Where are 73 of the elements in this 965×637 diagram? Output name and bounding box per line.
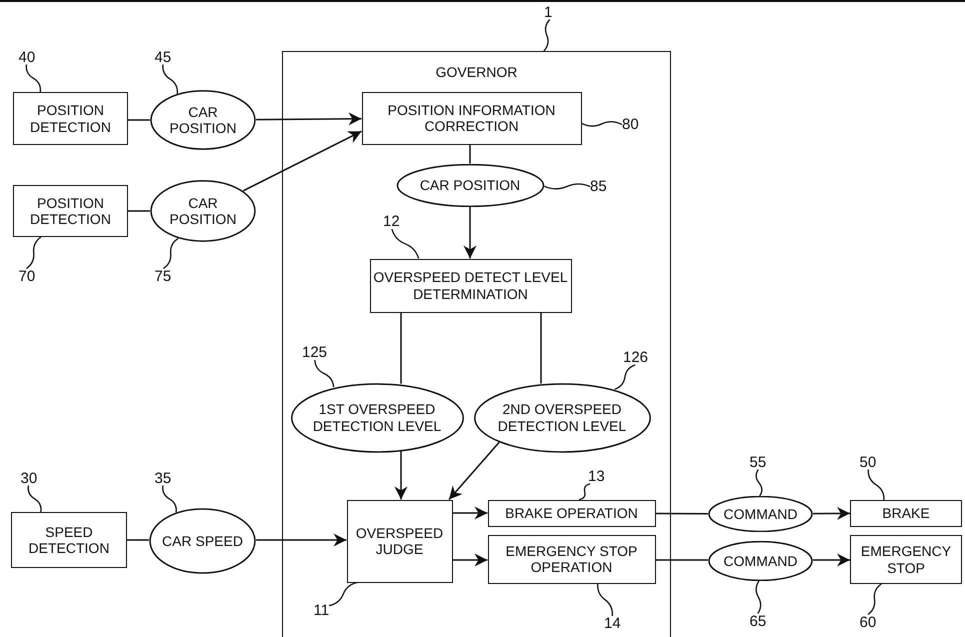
leader-line <box>756 580 762 614</box>
callout-number: 75 <box>154 268 172 284</box>
leader-line <box>162 485 177 512</box>
leader-line <box>162 238 179 270</box>
process-box: OVERSPEED JUDGE <box>346 500 452 582</box>
callout-number: 60 <box>860 614 876 630</box>
callout-number: 70 <box>18 268 36 284</box>
callout-number: 55 <box>750 454 766 470</box>
callout-number: 1 <box>544 4 552 20</box>
leader-line <box>614 364 636 390</box>
callout-number: 65 <box>750 614 766 628</box>
connector-line <box>128 210 150 212</box>
callout-number: 40 <box>18 50 36 64</box>
callout-number: 35 <box>154 470 172 486</box>
data-ellipse: 1ST OVERSPEED DETECTION LEVEL <box>290 382 464 452</box>
process-box: BRAKE OPERATION <box>488 500 656 526</box>
arrow <box>448 442 500 500</box>
frame-title: GOVERNOR <box>436 64 518 80</box>
process-box: OVERSPEED DETECT LEVEL DETERMINATION <box>370 258 572 312</box>
arrow <box>452 506 488 520</box>
leader-line <box>26 236 42 270</box>
leader-line <box>597 583 614 616</box>
leader-line <box>868 583 882 616</box>
process-box: POSITION DETECTION <box>13 185 128 237</box>
connector-line <box>656 559 708 561</box>
process-box: SPEED DETECTION <box>11 512 127 568</box>
callout-number: 30 <box>20 470 38 486</box>
arrow <box>452 554 488 566</box>
process-box: BRAKE <box>850 500 962 527</box>
connector-line <box>656 512 708 514</box>
callout-number: 85 <box>590 179 607 194</box>
callout-number: 11 <box>314 603 330 618</box>
arrow <box>464 206 476 258</box>
arrow <box>256 534 346 546</box>
governor-frame <box>282 51 671 637</box>
leader-line <box>544 183 590 190</box>
connector-line <box>469 144 471 164</box>
leader-line <box>578 483 590 500</box>
data-ellipse: CAR SPEED <box>149 508 256 574</box>
leader-line <box>756 469 762 496</box>
leader-line <box>543 19 550 52</box>
callout-number: 45 <box>154 50 172 64</box>
callout-number: 125 <box>302 345 328 360</box>
process-box: POSITION INFORMATION CORRECTION <box>362 92 582 144</box>
arrow <box>812 554 850 566</box>
process-box: EMERGENCY STOP OPERATION <box>488 534 656 584</box>
arrow <box>256 112 362 126</box>
data-ellipse: CAR POSITION <box>150 180 256 242</box>
leader-line <box>868 469 885 500</box>
leader-line <box>162 64 178 94</box>
callout-number: 14 <box>604 616 621 631</box>
process-box: EMERGENCY STOP <box>850 535 962 584</box>
data-ellipse: 2ND OVERSPEED DETECTION LEVEL <box>472 382 652 452</box>
leader-line <box>28 485 42 512</box>
connector-line <box>128 119 150 121</box>
leader-line <box>26 64 42 92</box>
leader-line <box>581 121 622 127</box>
callout-number: 126 <box>623 350 648 365</box>
callout-number: 12 <box>383 214 400 229</box>
connector-line <box>127 539 149 541</box>
arrow <box>242 130 362 192</box>
connector-line <box>540 312 542 384</box>
process-box: POSITION DETECTION <box>13 92 128 145</box>
leader-line <box>391 228 420 259</box>
callout-number: 13 <box>588 469 605 484</box>
arrow <box>394 451 408 500</box>
callout-number: 50 <box>860 454 876 470</box>
connector-line <box>400 312 402 384</box>
arrow <box>813 506 850 520</box>
leader-line <box>328 582 358 606</box>
data-ellipse: CAR POSITION <box>150 90 256 150</box>
callout-number: 80 <box>622 117 639 132</box>
leader-line <box>314 360 334 388</box>
